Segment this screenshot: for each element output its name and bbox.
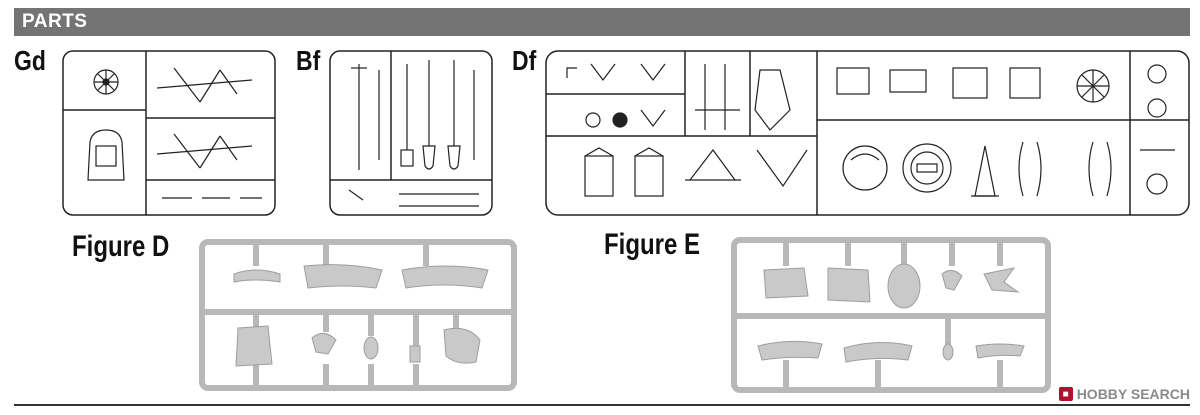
hobby-search-logo: ■ HOBBY SEARCH	[1058, 386, 1190, 402]
figure-d-label: Figure D	[72, 230, 170, 263]
figure-d-sprue	[199, 239, 517, 391]
header-title: PARTS	[22, 11, 88, 32]
sprue-label-bf: Bf	[296, 45, 321, 76]
sprue-df-diagram	[545, 50, 1190, 216]
sprue-label-df: Df	[512, 45, 537, 76]
sprue-label-gd: Gd	[14, 45, 46, 76]
sprue-bf-diagram	[329, 50, 493, 216]
figure-e-sprue	[731, 237, 1051, 393]
hobby-search-logo-icon: ■	[1058, 387, 1073, 401]
footer-divider	[14, 404, 1190, 406]
sprue-gd-diagram	[62, 50, 276, 216]
header-bar: PARTS	[14, 8, 1190, 36]
figure-e-label: Figure E	[604, 228, 701, 261]
hobby-search-logo-text: HOBBY SEARCH	[1076, 386, 1190, 402]
